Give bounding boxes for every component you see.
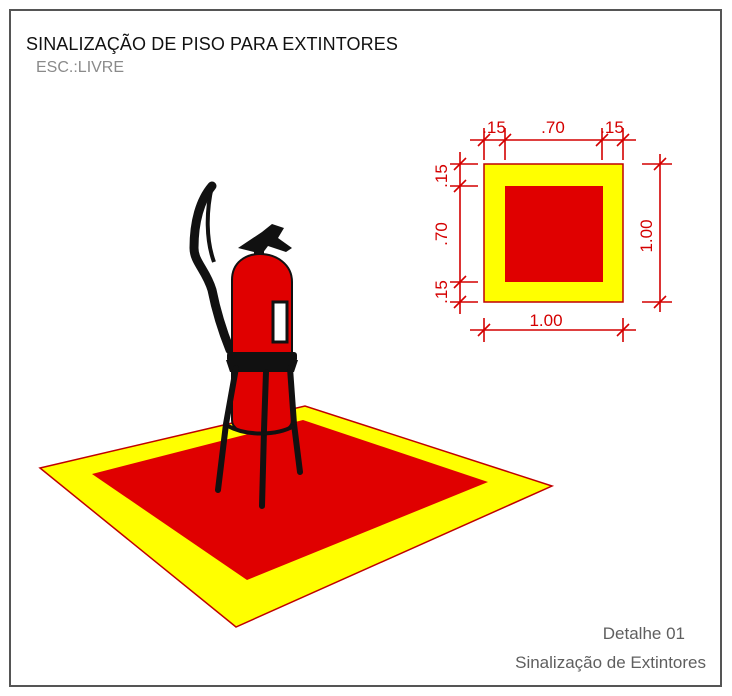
floor-marking-perspective: [38, 405, 555, 628]
dim-left-3: .15: [432, 280, 451, 304]
dim-top-1: .15: [482, 118, 506, 137]
drawing-frame: [9, 9, 722, 687]
dim-left-1: .15: [432, 164, 451, 188]
plan-dimension-labels: .15 .70 .15 .15 .70 .15 1.00 1.00: [432, 118, 656, 330]
drawing-title: SINALIZAÇÃO DE PISO PARA EXTINTORES: [26, 34, 398, 54]
dim-left-2: .70: [432, 222, 451, 246]
dim-top-3: .15: [600, 118, 624, 137]
floor-marking-inner-red: [92, 420, 488, 580]
dim-right: 1.00: [637, 219, 656, 252]
floor-marking-plan: [483, 163, 624, 303]
plan-dimensions: [450, 128, 672, 342]
plan-inner-red: [505, 186, 603, 282]
dim-top-2: .70: [541, 118, 565, 137]
fire-extinguisher-icon: [189, 181, 303, 509]
drawing-scale: ESC.:LIVRE: [36, 59, 125, 76]
detail-number: Detalhe 01: [602, 624, 685, 643]
dim-bottom: 1.00: [529, 311, 562, 330]
detail-caption: Sinalização de Extintores: [515, 653, 706, 672]
